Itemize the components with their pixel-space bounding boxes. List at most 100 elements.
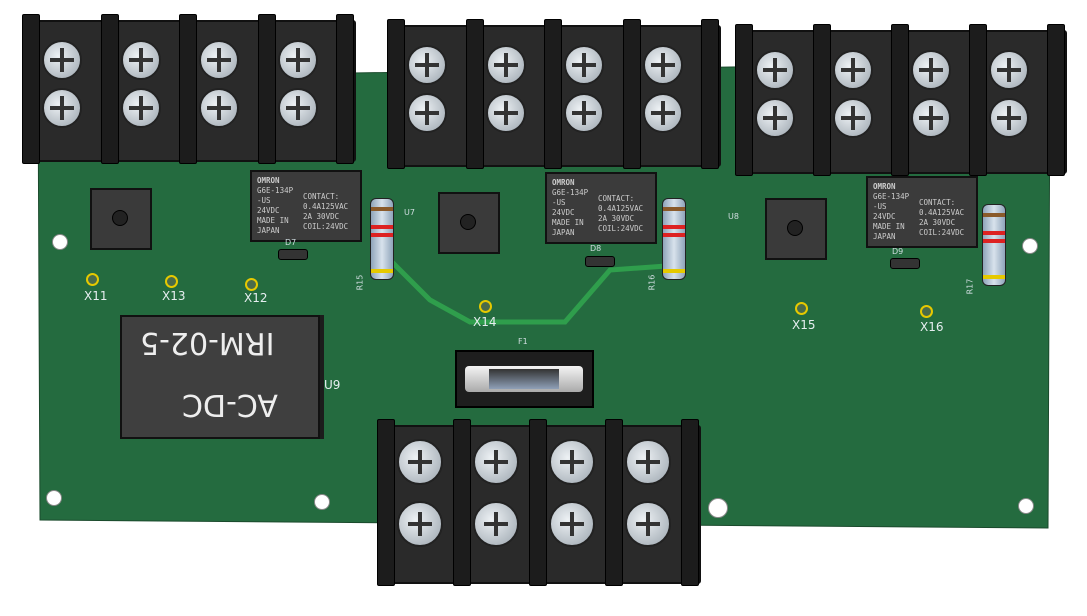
- test-pad-x14[interactable]: [479, 300, 492, 313]
- diode-d8: [585, 256, 615, 267]
- terminal-block-2: [387, 19, 721, 169]
- label-d7: D7: [285, 238, 297, 247]
- relay-coil-v: 24VDC: [552, 208, 575, 217]
- label-r17: R17: [965, 278, 975, 295]
- terminal-screw-icon[interactable]: [989, 98, 1029, 138]
- test-pad-x11[interactable]: [86, 273, 99, 286]
- terminal-screw-icon[interactable]: [989, 50, 1029, 90]
- terminal-barrier: [529, 419, 547, 586]
- fuse-holder-f1: [455, 350, 594, 408]
- label-r16: R16: [647, 274, 657, 291]
- terminal-barrier: [22, 14, 40, 164]
- terminal-screw-icon[interactable]: [277, 40, 318, 80]
- terminal-barrier: [1047, 24, 1065, 176]
- relay-made: MADE IN: [552, 218, 584, 227]
- label-d9: D9: [892, 247, 904, 256]
- test-pad-x16[interactable]: [920, 305, 933, 318]
- terminal-screw-icon[interactable]: [625, 439, 671, 485]
- terminal-screw-icon[interactable]: [833, 50, 873, 90]
- terminal-screw-icon[interactable]: [397, 439, 443, 485]
- fuse: [465, 366, 583, 392]
- terminal-barrier: [179, 14, 197, 164]
- relay-suffix: -US: [552, 198, 566, 207]
- psu-model-text: IRM-02-5: [140, 325, 275, 360]
- label-x15: X15: [792, 318, 816, 332]
- terminal-screw-icon[interactable]: [564, 93, 604, 133]
- label-x11: X11: [84, 289, 108, 303]
- terminal-barrier: [969, 24, 987, 176]
- label-f1: F1: [518, 337, 528, 346]
- test-pad-x15[interactable]: [795, 302, 808, 315]
- relay-coil: COIL:24VDC: [919, 228, 965, 237]
- relay-contact-label: CONTACT:: [919, 198, 956, 207]
- label-x12: X12: [244, 291, 268, 305]
- terminal-barrier: [453, 419, 471, 586]
- terminal-barrier: [257, 14, 276, 164]
- psu-type-text: AC-DC: [182, 387, 278, 422]
- relay-rating2: 2A 30VDC: [919, 218, 956, 227]
- label-x14: X14: [473, 315, 497, 329]
- terminal-screw-icon[interactable]: [755, 50, 795, 90]
- terminal-screw-icon[interactable]: [549, 439, 595, 485]
- terminal-barrier: [701, 19, 719, 169]
- resistor-r15: [370, 198, 394, 280]
- relay-rating1: 0.4A125VAC: [598, 204, 644, 213]
- regulator-u6: [76, 148, 168, 250]
- terminal-screw-icon[interactable]: [625, 501, 671, 547]
- relay-rating2: 2A 30VDC: [303, 212, 340, 221]
- terminal-screw-icon[interactable]: [407, 93, 447, 133]
- diode-d7: [278, 249, 308, 260]
- terminal-block-1: [22, 14, 356, 164]
- terminal-screw-icon[interactable]: [473, 501, 519, 547]
- mounting-hole: [314, 494, 330, 510]
- terminal-screw-icon[interactable]: [564, 45, 604, 85]
- copper-trace: [378, 248, 681, 325]
- label-x13: X13: [162, 289, 186, 303]
- terminal-screw-icon[interactable]: [120, 88, 161, 128]
- relay-brand: OMRON: [257, 176, 280, 185]
- terminal-screw-icon[interactable]: [755, 98, 795, 138]
- test-pad-x13[interactable]: [165, 275, 178, 288]
- terminal-screw-icon[interactable]: [397, 501, 443, 547]
- test-pad-x12[interactable]: [245, 278, 258, 291]
- mounting-hole: [52, 234, 68, 250]
- terminal-barrier: [465, 19, 484, 169]
- terminal-screw-icon[interactable]: [549, 501, 595, 547]
- relay-made: MADE IN: [257, 216, 289, 225]
- terminal-screw-icon[interactable]: [833, 98, 873, 138]
- relay-contact-label: CONTACT:: [598, 194, 635, 203]
- resistor-r16: [662, 198, 686, 280]
- label-u7: U7: [404, 208, 415, 217]
- relay-suffix: -US: [873, 202, 887, 211]
- resistor-r17: [982, 204, 1006, 286]
- relay-coil-v: 24VDC: [873, 212, 896, 221]
- relay-made: MADE IN: [873, 222, 905, 231]
- relay-rating2: 2A 30VDC: [598, 214, 635, 223]
- terminal-screw-icon[interactable]: [911, 50, 951, 90]
- terminal-screw-icon[interactable]: [473, 439, 519, 485]
- terminal-barrier: [891, 24, 909, 176]
- terminal-screw-icon[interactable]: [42, 40, 82, 80]
- mounting-hole: [46, 490, 62, 506]
- relay-model: G6E-134P: [873, 192, 910, 201]
- terminal-screw-icon[interactable]: [407, 45, 447, 85]
- terminal-screw-icon[interactable]: [911, 98, 951, 138]
- terminal-screw-icon[interactable]: [42, 88, 82, 128]
- relay-rating1: 0.4A125VAC: [303, 202, 349, 211]
- terminal-screw-icon[interactable]: [642, 93, 683, 133]
- terminal-barrier: [377, 419, 395, 586]
- terminal-screw-icon[interactable]: [199, 40, 239, 80]
- terminal-barrier: [544, 19, 562, 169]
- terminal-screw-icon[interactable]: [199, 88, 239, 128]
- terminal-screw-icon[interactable]: [277, 88, 318, 128]
- terminal-screw-icon[interactable]: [485, 93, 526, 133]
- terminal-screw-icon[interactable]: [642, 45, 683, 85]
- relay-rating1: 0.4A125VAC: [919, 208, 965, 217]
- label-u8: U8: [728, 212, 739, 221]
- terminal-screw-icon[interactable]: [485, 45, 526, 85]
- terminal-screw-icon[interactable]: [120, 40, 161, 80]
- mounting-hole: [1018, 498, 1034, 514]
- terminal-block-power: [377, 419, 701, 586]
